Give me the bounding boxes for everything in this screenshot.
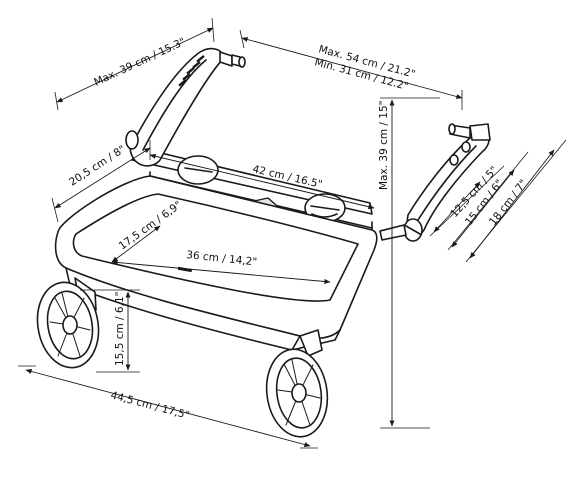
board-assembly [36, 47, 378, 438]
label-arm-height: Max. 39 cm / 15" [378, 101, 390, 191]
dimension-lines [18, 17, 567, 449]
label-ground-clearance: 15,5 cm / 6,1" [114, 292, 126, 366]
rear-wheel [265, 329, 329, 438]
label-overall-width: 44,5 cm / 17,5" [109, 389, 190, 422]
top-connector-bolt [219, 51, 246, 68]
arm-top-bolt [448, 123, 491, 141]
arm-bottom-knob [379, 218, 423, 242]
front-wheel [36, 277, 100, 369]
